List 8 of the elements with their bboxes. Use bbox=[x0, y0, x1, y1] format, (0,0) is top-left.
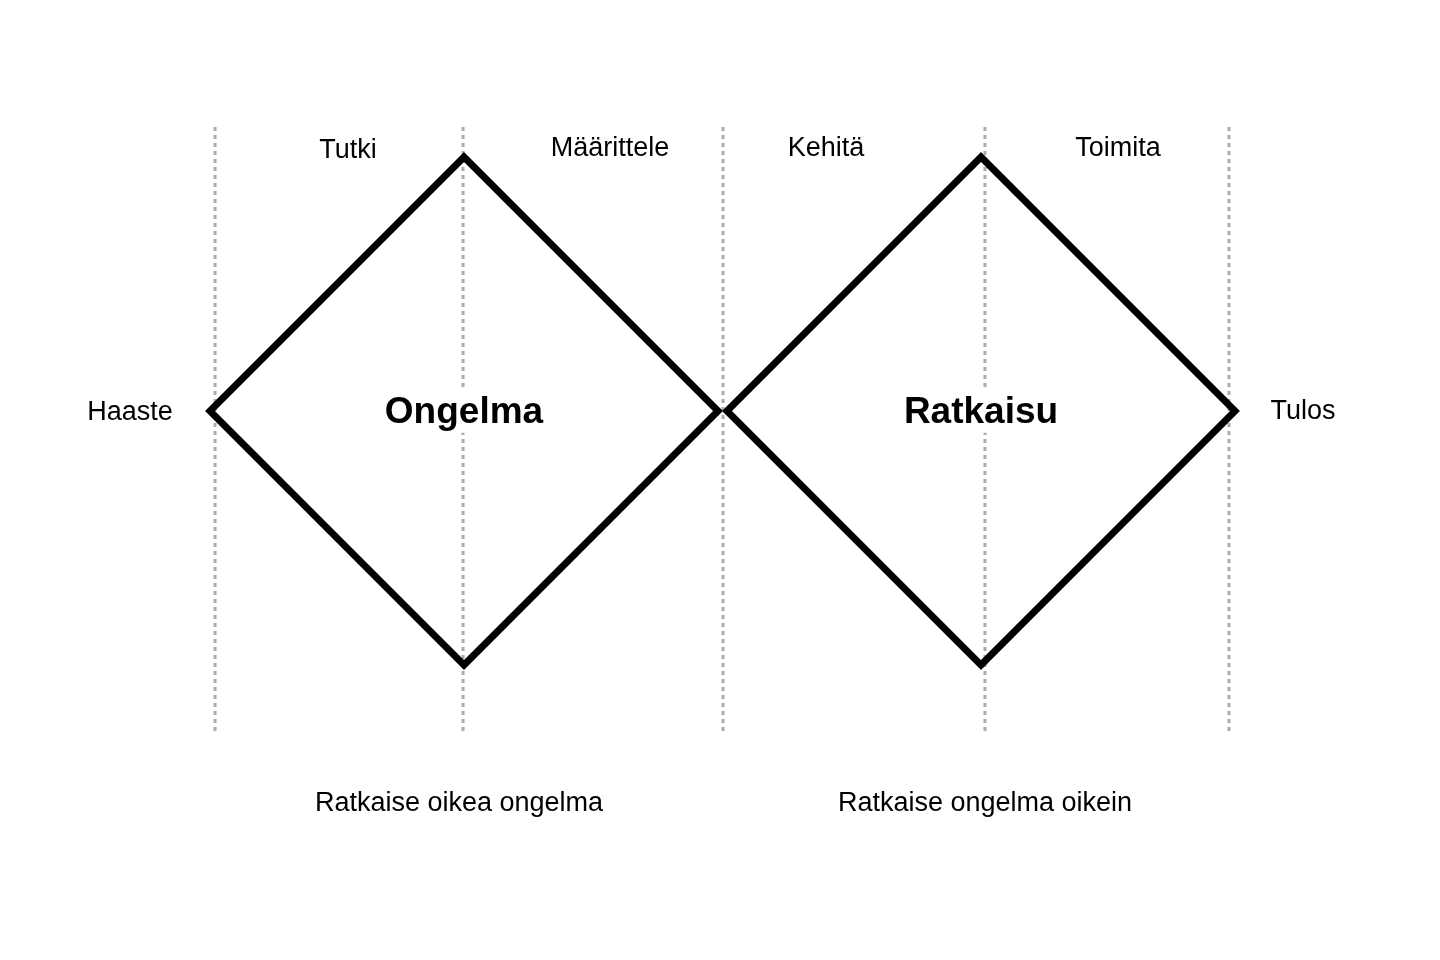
section-caption: Ratkaise oikea ongelma bbox=[314, 787, 604, 819]
phase-label: Määrittele bbox=[550, 132, 670, 164]
phase-label: Kehitä bbox=[787, 132, 865, 164]
section-caption: Ratkaise ongelma oikein bbox=[837, 787, 1133, 819]
start-label: Haaste bbox=[87, 396, 173, 428]
phase-label: Tutki bbox=[319, 134, 377, 166]
phase-label: Toimita bbox=[1075, 132, 1161, 164]
end-label: Tulos bbox=[1270, 395, 1336, 427]
